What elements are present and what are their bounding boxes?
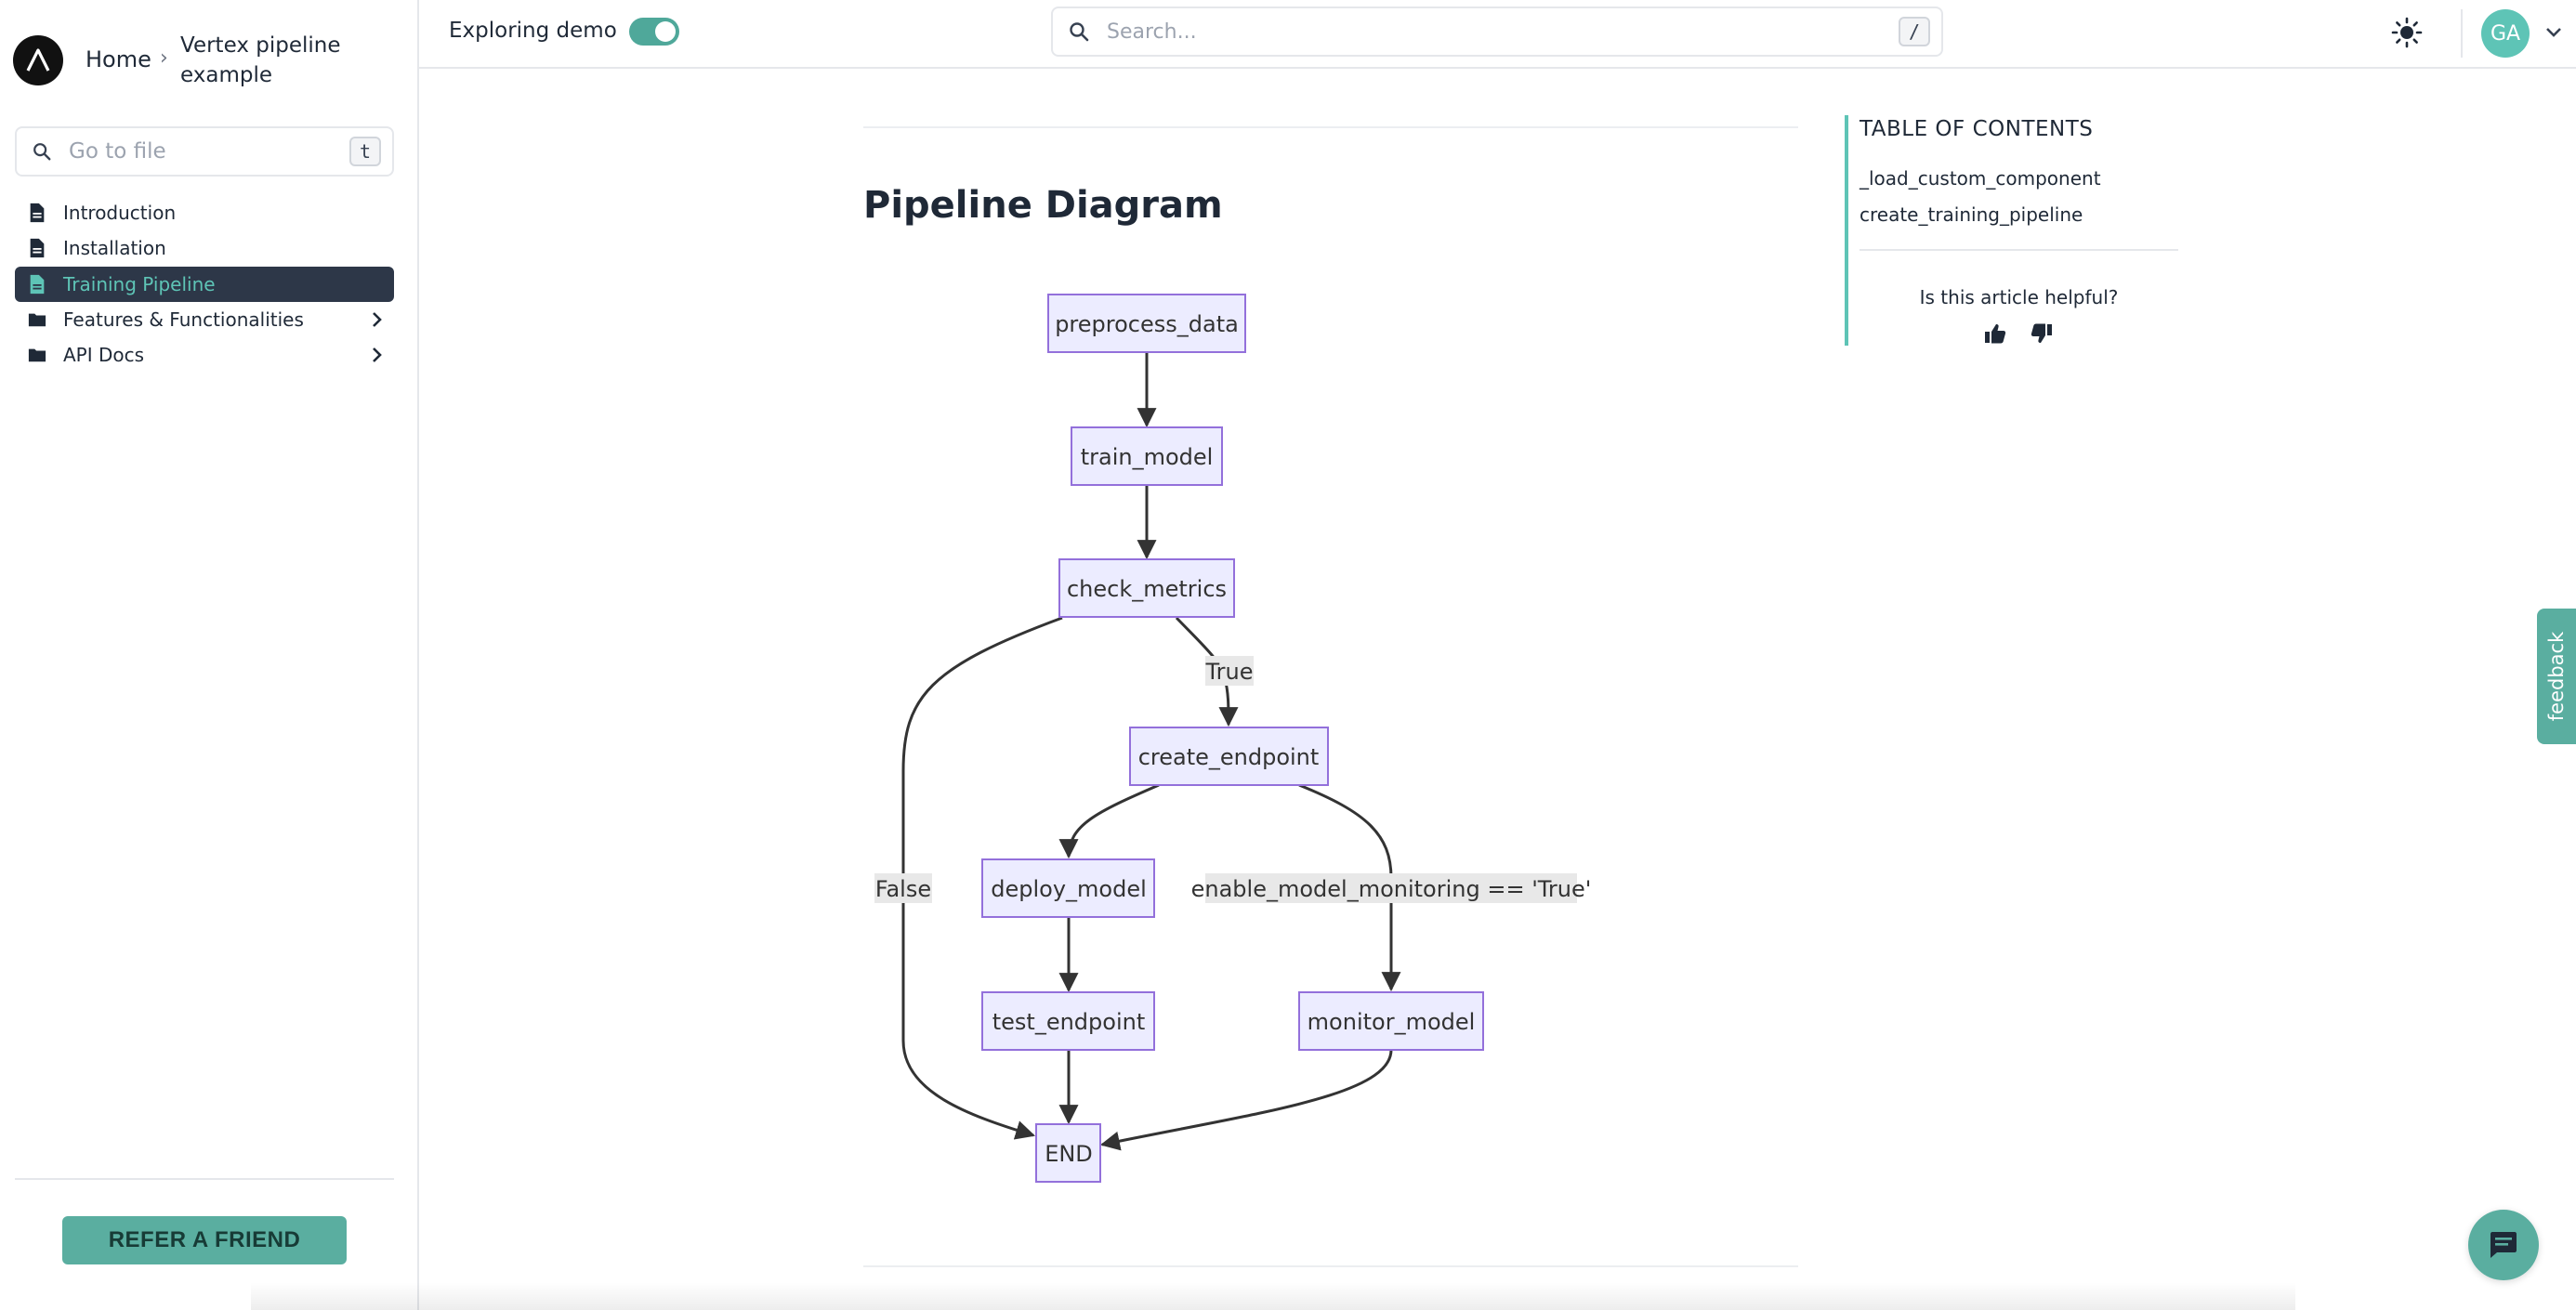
demo-mode-label: Exploring demo <box>449 19 617 43</box>
bottom-shadow <box>251 1282 2295 1310</box>
node-check-metrics: check_metrics <box>1058 558 1235 618</box>
toc-link-load-custom-component[interactable]: _load_custom_component <box>1860 167 2101 190</box>
sidebar-item-label: Features & Functionalities <box>63 308 304 331</box>
edge-check-to-end-false <box>901 616 1063 1140</box>
thumbs-down-icon[interactable] <box>2030 321 2054 346</box>
search-icon <box>1070 22 1089 42</box>
chevron-right-icon[interactable] <box>366 345 387 365</box>
sidebar-item-label: API Docs <box>63 344 145 366</box>
node-deploy-model: deploy_model <box>981 858 1155 918</box>
node-monitor-model: monitor_model <box>1298 991 1484 1051</box>
top-bar: Exploring demo Search... / GA <box>419 0 2576 69</box>
search-placeholder: Search... <box>1107 20 1197 44</box>
breadcrumb-home[interactable]: Home <box>85 46 151 72</box>
edge-monitor-to-end <box>1099 1049 1393 1151</box>
edge-label-false: False <box>874 873 932 903</box>
go-to-file-input[interactable]: Go to file t <box>15 126 394 177</box>
document-icon <box>30 238 45 258</box>
node-create-endpoint: create_endpoint <box>1129 727 1329 786</box>
edge-label-true: True <box>1205 656 1254 686</box>
edge-create-to-deploy <box>1058 783 1160 859</box>
toc-accent-bar <box>1845 115 1848 346</box>
go-to-file-placeholder: Go to file <box>69 139 166 164</box>
go-to-file-shortcut: t <box>349 137 381 166</box>
sidebar-item-features[interactable]: Features & Functionalities <box>15 302 394 337</box>
feedback-tab[interactable]: feedback <box>2537 609 2576 744</box>
chat-button[interactable] <box>2468 1210 2539 1280</box>
edge-label-true-text: True <box>1205 659 1254 685</box>
node-end: END <box>1035 1123 1101 1183</box>
node-preprocess-data: preprocess_data <box>1047 294 1246 353</box>
edge-check-to-create-true <box>1175 616 1239 727</box>
toc-title: TABLE OF CONTENTS <box>1860 117 2094 141</box>
document-icon <box>30 274 45 295</box>
sidebar-item-training-pipeline[interactable]: Training Pipeline <box>15 267 394 302</box>
node-label: test_endpoint <box>992 1009 1146 1035</box>
node-label: monitor_model <box>1308 1009 1476 1035</box>
sun-icon[interactable] <box>2391 17 2423 48</box>
folder-icon <box>28 313 46 327</box>
node-label: preprocess_data <box>1055 311 1239 337</box>
node-label: create_endpoint <box>1138 744 1320 770</box>
breadcrumb-current: Vertex pipeline example <box>180 33 341 87</box>
sidebar-item-introduction[interactable]: Introduction <box>15 195 394 230</box>
page-title: Pipeline Diagram <box>863 184 1223 227</box>
sidebar-item-installation[interactable]: Installation <box>15 230 394 266</box>
breadcrumb-separator: › <box>160 46 168 70</box>
search-icon <box>33 143 51 161</box>
toc-divider <box>1860 249 2178 251</box>
toc-link-create-training-pipeline[interactable]: create_training_pipeline <box>1860 203 2083 226</box>
toggle-knob <box>655 21 676 42</box>
node-label: deploy_model <box>991 876 1147 902</box>
sidebar-divider <box>15 1178 394 1180</box>
feedback-tab-label: feedback <box>2545 631 2568 722</box>
node-test-endpoint: test_endpoint <box>981 991 1155 1051</box>
node-label: train_model <box>1081 444 1214 470</box>
content-divider-top <box>863 126 1798 128</box>
chevron-right-icon[interactable] <box>366 309 387 330</box>
chat-icon <box>2491 1232 2517 1258</box>
logo-icon[interactable] <box>13 35 63 85</box>
sidebar-item-api-docs[interactable]: API Docs <box>15 337 394 373</box>
demo-mode-toggle[interactable] <box>629 18 679 46</box>
edge-create-to-monitor <box>1298 783 1401 992</box>
chevron-down-icon[interactable] <box>2543 20 2565 43</box>
refer-a-friend-button[interactable]: REFER A FRIEND <box>62 1216 347 1264</box>
sidebar-item-label: Introduction <box>63 202 177 224</box>
topbar-separator <box>2461 9 2463 58</box>
edge-label-false-text: False <box>875 876 931 902</box>
helpful-prompt: Is this article helpful? <box>1919 286 2119 308</box>
sidebar: Home › Vertex pipeline example Go to fil… <box>0 0 419 1310</box>
node-label: END <box>1045 1141 1093 1167</box>
edge-label-monitoring: enable_model_monitoring == 'True' <box>1191 873 1592 903</box>
node-label: check_metrics <box>1067 576 1227 602</box>
content-divider-bottom <box>863 1265 1798 1267</box>
edge-label-monitoring-text: enable_model_monitoring == 'True' <box>1191 876 1592 902</box>
node-train-model: train_model <box>1071 426 1223 486</box>
thumbs-up-icon[interactable] <box>1983 321 2007 346</box>
sidebar-item-label: Installation <box>63 237 166 259</box>
search-input[interactable]: Search... / <box>1051 7 1943 57</box>
avatar[interactable]: GA <box>2481 9 2530 58</box>
search-shortcut: / <box>1899 17 1930 46</box>
sidebar-item-label: Training Pipeline <box>63 273 216 295</box>
folder-icon <box>28 348 46 362</box>
document-icon <box>30 203 45 223</box>
